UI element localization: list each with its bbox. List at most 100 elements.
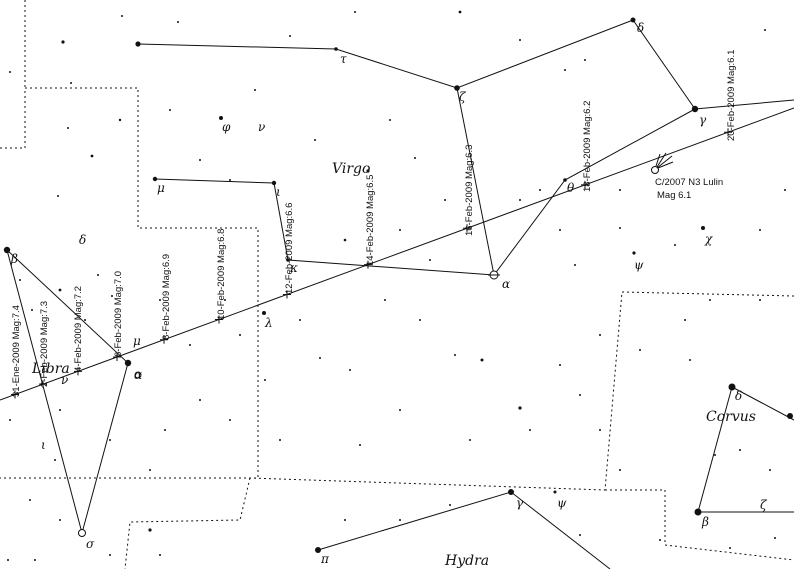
field-star [343,238,347,242]
date-tick [581,180,589,189]
star-label: χ [704,232,713,246]
field-star [70,82,72,84]
star [124,359,132,367]
star-label: ν [61,373,68,387]
star-label: ζ [760,498,768,512]
field-star [674,244,676,246]
star [262,311,266,315]
date-label: 10-Feb-2009 Mag:6.8 [216,229,227,320]
field-star [559,229,561,231]
major-stars [3,17,793,553]
field-star [7,559,9,561]
field-star [414,157,416,159]
star [630,17,636,23]
field-star [84,319,86,321]
star-label: δ [637,21,644,35]
field-star [199,399,201,401]
comet-name: C/2007 N3 Lulin [655,177,723,188]
star-label: σ [86,537,95,551]
comet-path [0,107,794,401]
field-star [519,199,521,201]
star [701,226,705,230]
field-star [619,189,621,191]
field-star [579,394,581,396]
field-star [759,229,761,231]
star [691,105,699,113]
date-label: 31-Ene-2009 Mag:7.4 [11,305,22,397]
field-star [159,299,161,301]
star [286,258,290,262]
virgo-lines-north [137,19,794,110]
field-star [359,444,361,446]
date-label: 4-Feb-2009 Mag:7.2 [73,286,84,372]
field-stars [7,10,786,561]
date-tick [160,335,168,344]
star [271,180,277,186]
star [219,116,223,120]
field-star [229,419,231,421]
date-tick [215,315,223,324]
star-label: δ [79,233,86,247]
star-label: θ [567,181,575,195]
field-star [121,15,123,17]
field-star [34,559,36,561]
star-label: κ [289,261,298,275]
date-label: 6-Feb-2009 Mag:7.0 [113,271,124,357]
field-star [199,159,201,161]
star-label: γ [699,113,707,127]
date-label: 14-Feb-2009 Mag:6.5 [365,175,376,266]
field-star [444,199,446,201]
star [3,246,11,254]
field-star [480,358,484,362]
star-label: μ [157,181,165,195]
field-star [564,69,566,71]
virgo-libra-boundary [0,87,259,479]
star-label: δ [735,389,742,403]
field-star [389,119,391,121]
field-star [454,354,456,356]
field-star [349,369,351,371]
corvus-lines-2 [731,386,794,421]
star-label: ν [258,120,265,134]
star-label: α [502,277,510,291]
date-tick [11,390,19,399]
field-star [399,409,401,411]
date-tick [113,352,121,361]
field-star [9,419,11,421]
field-star [684,319,686,321]
field-star [29,499,31,501]
constellation-hydra: Hydra [444,553,489,569]
field-star [299,319,301,321]
field-star [31,309,33,311]
field-star [59,409,61,411]
star-label: ι [276,185,281,199]
field-star [759,299,761,301]
field-star [189,344,191,346]
star-label: π [320,552,330,566]
field-star [264,379,266,381]
star [563,178,567,182]
star-label: μ [133,334,141,348]
virgo-lines-south [154,178,495,276]
star-label: ψ [634,258,644,272]
field-star [739,449,741,451]
field-star [289,35,291,37]
field-star [784,189,786,191]
star [694,508,702,516]
field-star [729,547,731,549]
field-star [619,469,621,471]
star [454,85,460,91]
field-star [90,154,94,158]
field-star [111,295,113,297]
field-star [599,429,601,431]
date-tick [724,128,732,137]
star-label: λ [264,316,273,330]
field-star [659,539,661,541]
virgo-lines-core [456,87,696,277]
constellation-virgo: Virgo [332,161,370,177]
corvus-lines [697,386,794,513]
field-star [148,528,152,532]
date-tick [39,380,47,389]
